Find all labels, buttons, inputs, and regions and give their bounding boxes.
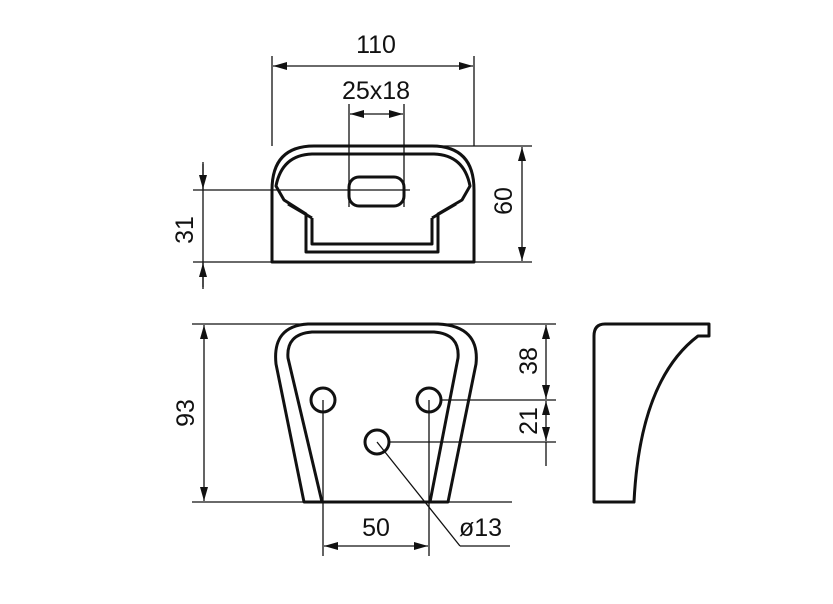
front-view-inner-outline (286, 330, 460, 503)
top-view-inner-channel (310, 218, 434, 246)
dim-label-50: 50 (362, 514, 390, 542)
dim-label-60: 60 (490, 187, 518, 215)
dim-label-110: 110 (356, 31, 396, 59)
dim-label-31: 31 (171, 216, 199, 244)
dim-label-25x18: 25x18 (342, 77, 410, 105)
dim-label-diameter: ø13 (459, 514, 502, 542)
top-view-channel-edge-left (287, 202, 313, 220)
side-view (592, 322, 711, 504)
dim-label-21: 21 (515, 407, 543, 435)
slot-opening (347, 175, 406, 208)
side-view-outline (592, 322, 711, 504)
top-view-inner-recess (274, 152, 472, 254)
leader-line-diameter (376, 441, 461, 547)
front-view-dimensions: 93 38 21 50 ø13 (172, 323, 556, 556)
dim-label-93: 93 (172, 399, 200, 427)
top-view-dimensions: 110 25x18 60 31 (171, 31, 532, 289)
top-view-outline (270, 144, 476, 264)
front-view (274, 322, 478, 504)
dim-label-38: 38 (515, 347, 543, 375)
top-view-channel-edge-right (431, 202, 457, 220)
top-view (270, 144, 476, 264)
